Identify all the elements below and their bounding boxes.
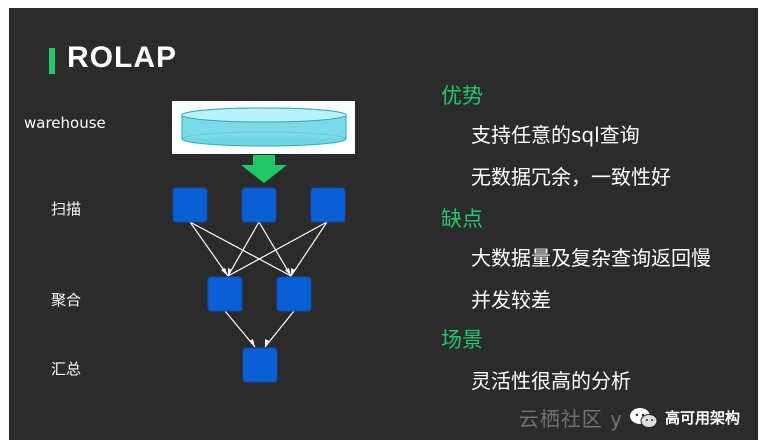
advantage-item: 支持任意的sql查询 <box>471 123 640 147</box>
summary-node <box>242 347 278 383</box>
rolap-diagram <box>172 101 355 383</box>
stage-label-aggregate: 聚合 <box>51 291 82 309</box>
slide-title: ROLAP <box>67 41 177 74</box>
scenario-item: 灵活性很高的分析 <box>471 369 631 393</box>
watermark-brand: 高可用架构 <box>664 409 740 427</box>
advantages-heading: 优势 <box>441 84 483 108</box>
connector-lines <box>189 221 328 348</box>
slide: ROLAP <box>9 8 758 440</box>
disadvantage-item: 大数据量及复杂查询返回慢 <box>471 246 711 270</box>
scan-node <box>172 187 208 223</box>
aggregate-node <box>276 276 312 312</box>
disadvantages-heading: 缺点 <box>441 207 483 231</box>
wechat-icon <box>629 407 658 428</box>
arrowheads <box>221 268 295 347</box>
scan-node <box>310 187 346 223</box>
down-arrow-icon <box>241 155 287 183</box>
warehouse-cylinder-icon <box>181 107 347 147</box>
aggregate-node <box>207 276 243 312</box>
warehouse-label: warehouse <box>24 114 106 132</box>
scenarios-heading: 场景 <box>441 328 483 352</box>
stage-label-summary: 汇总 <box>51 360 82 378</box>
advantage-item: 无数据冗余，一致性好 <box>471 165 671 189</box>
scan-nodes <box>172 187 346 223</box>
watermark-site: 云栖社区 y <box>518 407 623 431</box>
stage-label-scan: 扫描 <box>51 200 82 218</box>
watermark: 云栖社区 y 高可用架构 <box>519 403 740 432</box>
title-accent-bar <box>49 48 55 74</box>
disadvantage-item: 并发较差 <box>471 288 551 312</box>
aggregate-nodes <box>207 276 312 312</box>
scan-node <box>241 187 277 223</box>
